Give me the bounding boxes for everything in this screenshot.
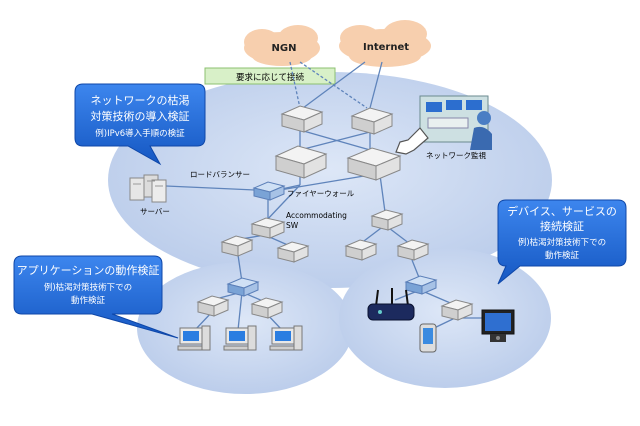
network-callout-line1: ネットワークの枯渇 [91,93,190,107]
app-callout-line1: アプリケーションの動作検証 [17,263,160,277]
sw-label: SW [286,221,299,230]
switch-left-mid [220,235,254,257]
core-switch-right [346,147,402,181]
ngn-cloud: NGN [244,25,320,66]
router-ngn [280,105,324,133]
app-switch-right [250,297,284,319]
router-internet [350,107,394,135]
network-monitor-icon [419,95,492,150]
switch-center-mid [276,241,310,263]
pc-icon [177,325,211,351]
device-callout-line2: 接続検証 [540,219,584,233]
switch-right-mid-a [344,239,378,261]
tv-monitor-icon [481,309,515,342]
monitor-arrow-icon [395,127,429,155]
firewall-device [252,181,286,201]
app-callout: アプリケーションの動作検証 例)枯渇対策技術下での 動作検証 [13,255,179,339]
connect-on-demand-box [204,67,336,85]
core-switch-left [274,145,328,179]
app-switch-left [196,295,230,317]
wireless-router-icon [367,288,415,321]
switch-right-mid-b [396,239,430,261]
network-callout-line2: 対策技術の導入検証 [91,109,190,123]
network-callout: ネットワークの枯渇 対策技術の導入検証 例)IPv6導入手順の検証 [74,83,206,166]
monitoring-label: ネットワーク監視 [426,150,486,160]
firewall-label: ファイヤーウォール [287,189,355,198]
pc-icon [269,325,303,351]
internet-cloud: Internet [339,20,431,67]
device-callout-line4: 動作検証 [545,250,580,261]
network-callout-line3: 例)IPv6導入手順の検証 [95,128,185,139]
internet-label: Internet [363,42,409,53]
accommodating-switch [250,217,286,239]
app-edge-switch [226,277,260,297]
connect-on-demand-label: 要求に応じて接続 [236,72,305,83]
device-switch [440,299,474,321]
accommodating-label: Accommodating [286,211,347,220]
device-callout-line3: 例)枯渇対策技術下での [518,237,606,248]
app-callout-line3: 動作検証 [71,295,106,306]
server-rack-icon [129,174,167,203]
device-callout: デバイス、サービスの 接続検証 例)枯渇対策技術下での 動作検証 [497,199,627,285]
device-callout-line1: デバイス、サービスの [507,204,617,218]
device-edge-switch [404,275,438,295]
pc-icon [223,325,257,351]
load-balancer-label: ロードバランサー [190,170,250,179]
switch-right-top [370,209,404,231]
servers-label: サーバー [140,207,170,216]
ngn-label: NGN [272,43,297,54]
mobile-phone-icon [419,323,437,353]
app-callout-line2: 例)枯渇対策技術下での [44,282,132,293]
